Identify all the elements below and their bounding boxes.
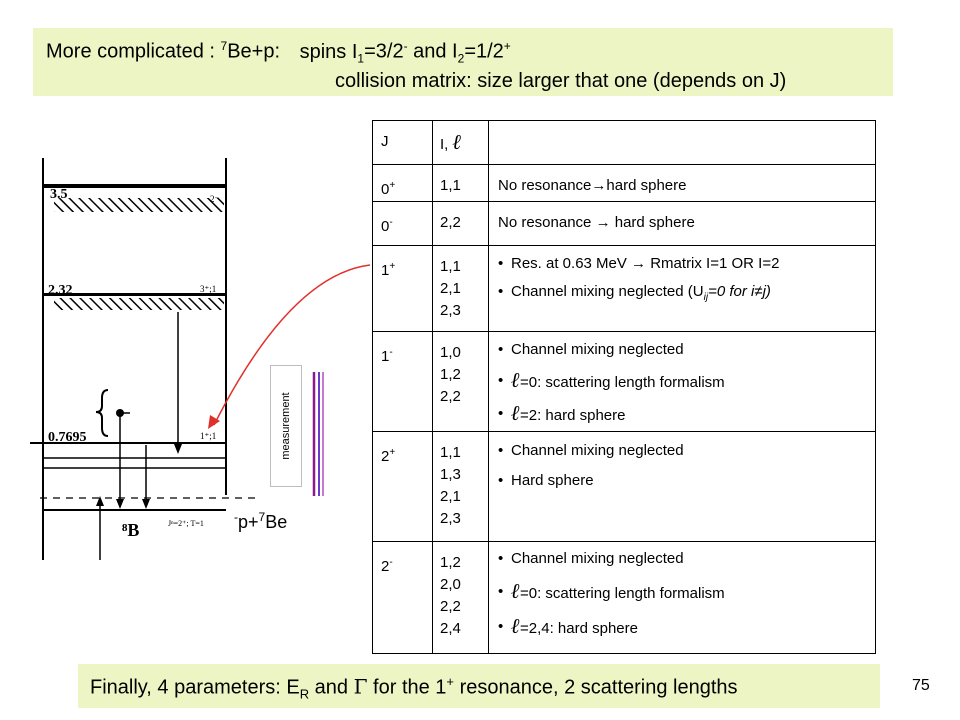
header-j: J <box>372 120 433 165</box>
table-row: 2+ 1,11,32,12,3 Channel mixing neglected… <box>372 431 876 542</box>
pointer-arrow <box>208 264 371 429</box>
footer-box: Finally, 4 parameters: ER and Γ for the … <box>78 664 880 708</box>
page-number: 75 <box>912 677 930 694</box>
measurement-label: measurement <box>280 392 292 460</box>
header-desc <box>488 120 876 165</box>
footer-text: Finally, 4 parameters: ER and Γ for the … <box>90 674 738 702</box>
level-diagram: 3.5 2⁻ 2.32 3⁺;1 0.7695 1⁺;1 ⁸B Jⁿ=2⁺; T… <box>30 158 260 560</box>
table-row: 0+ 1,1 No resonance→hard sphere <box>372 164 876 202</box>
bracket <box>95 389 109 437</box>
level-3.5-line <box>44 184 225 188</box>
header-il: I, ℓ <box>432 120 489 165</box>
nucleus-label: ⁸B <box>122 520 139 540</box>
header-line-1: More complicated : 7Be+p: spins I1=3/2- … <box>46 39 511 66</box>
level-2.32-hatch <box>54 298 224 310</box>
level-2.32-line <box>44 293 225 296</box>
energy-0.7695: 0.7695 <box>48 430 87 445</box>
table-row: 0- 2,2 No resonance → hard sphere <box>372 201 876 246</box>
energy-2.32: 2.32 <box>48 283 73 298</box>
gs-label: Jⁿ=2⁺; T=1 <box>168 519 204 528</box>
measurement-box: measurement <box>270 365 302 487</box>
measurement-lines <box>312 372 324 496</box>
label-2minus: 2⁻ <box>210 194 220 204</box>
energy-3.5: 3.5 <box>50 187 68 202</box>
threshold-label: -p+7Be <box>234 510 288 532</box>
label-1plus: 1⁺;1 <box>200 431 216 441</box>
table-row: 2- 1,22,02,22,4 Channel mixing neglected… <box>372 541 876 654</box>
table-header-row: J I, ℓ <box>372 120 876 165</box>
spin-table: J I, ℓ 0+ 1,1 No resonance→hard sphere 0… <box>372 120 876 654</box>
label-3plus: 3⁺;1 <box>200 284 216 294</box>
level-3.5-hatch <box>54 198 224 212</box>
header-line-2: collision matrix: size larger that one (… <box>335 70 787 92</box>
table-row: 1+ 1,12,12,3 Res. at 0.63 MeV → Rmatrix … <box>372 245 876 332</box>
header-box: More complicated : 7Be+p: spins I1=3/2- … <box>33 28 893 96</box>
table-row: 1- 1,01,22,2 Channel mixing neglected ℓ=… <box>372 331 876 432</box>
